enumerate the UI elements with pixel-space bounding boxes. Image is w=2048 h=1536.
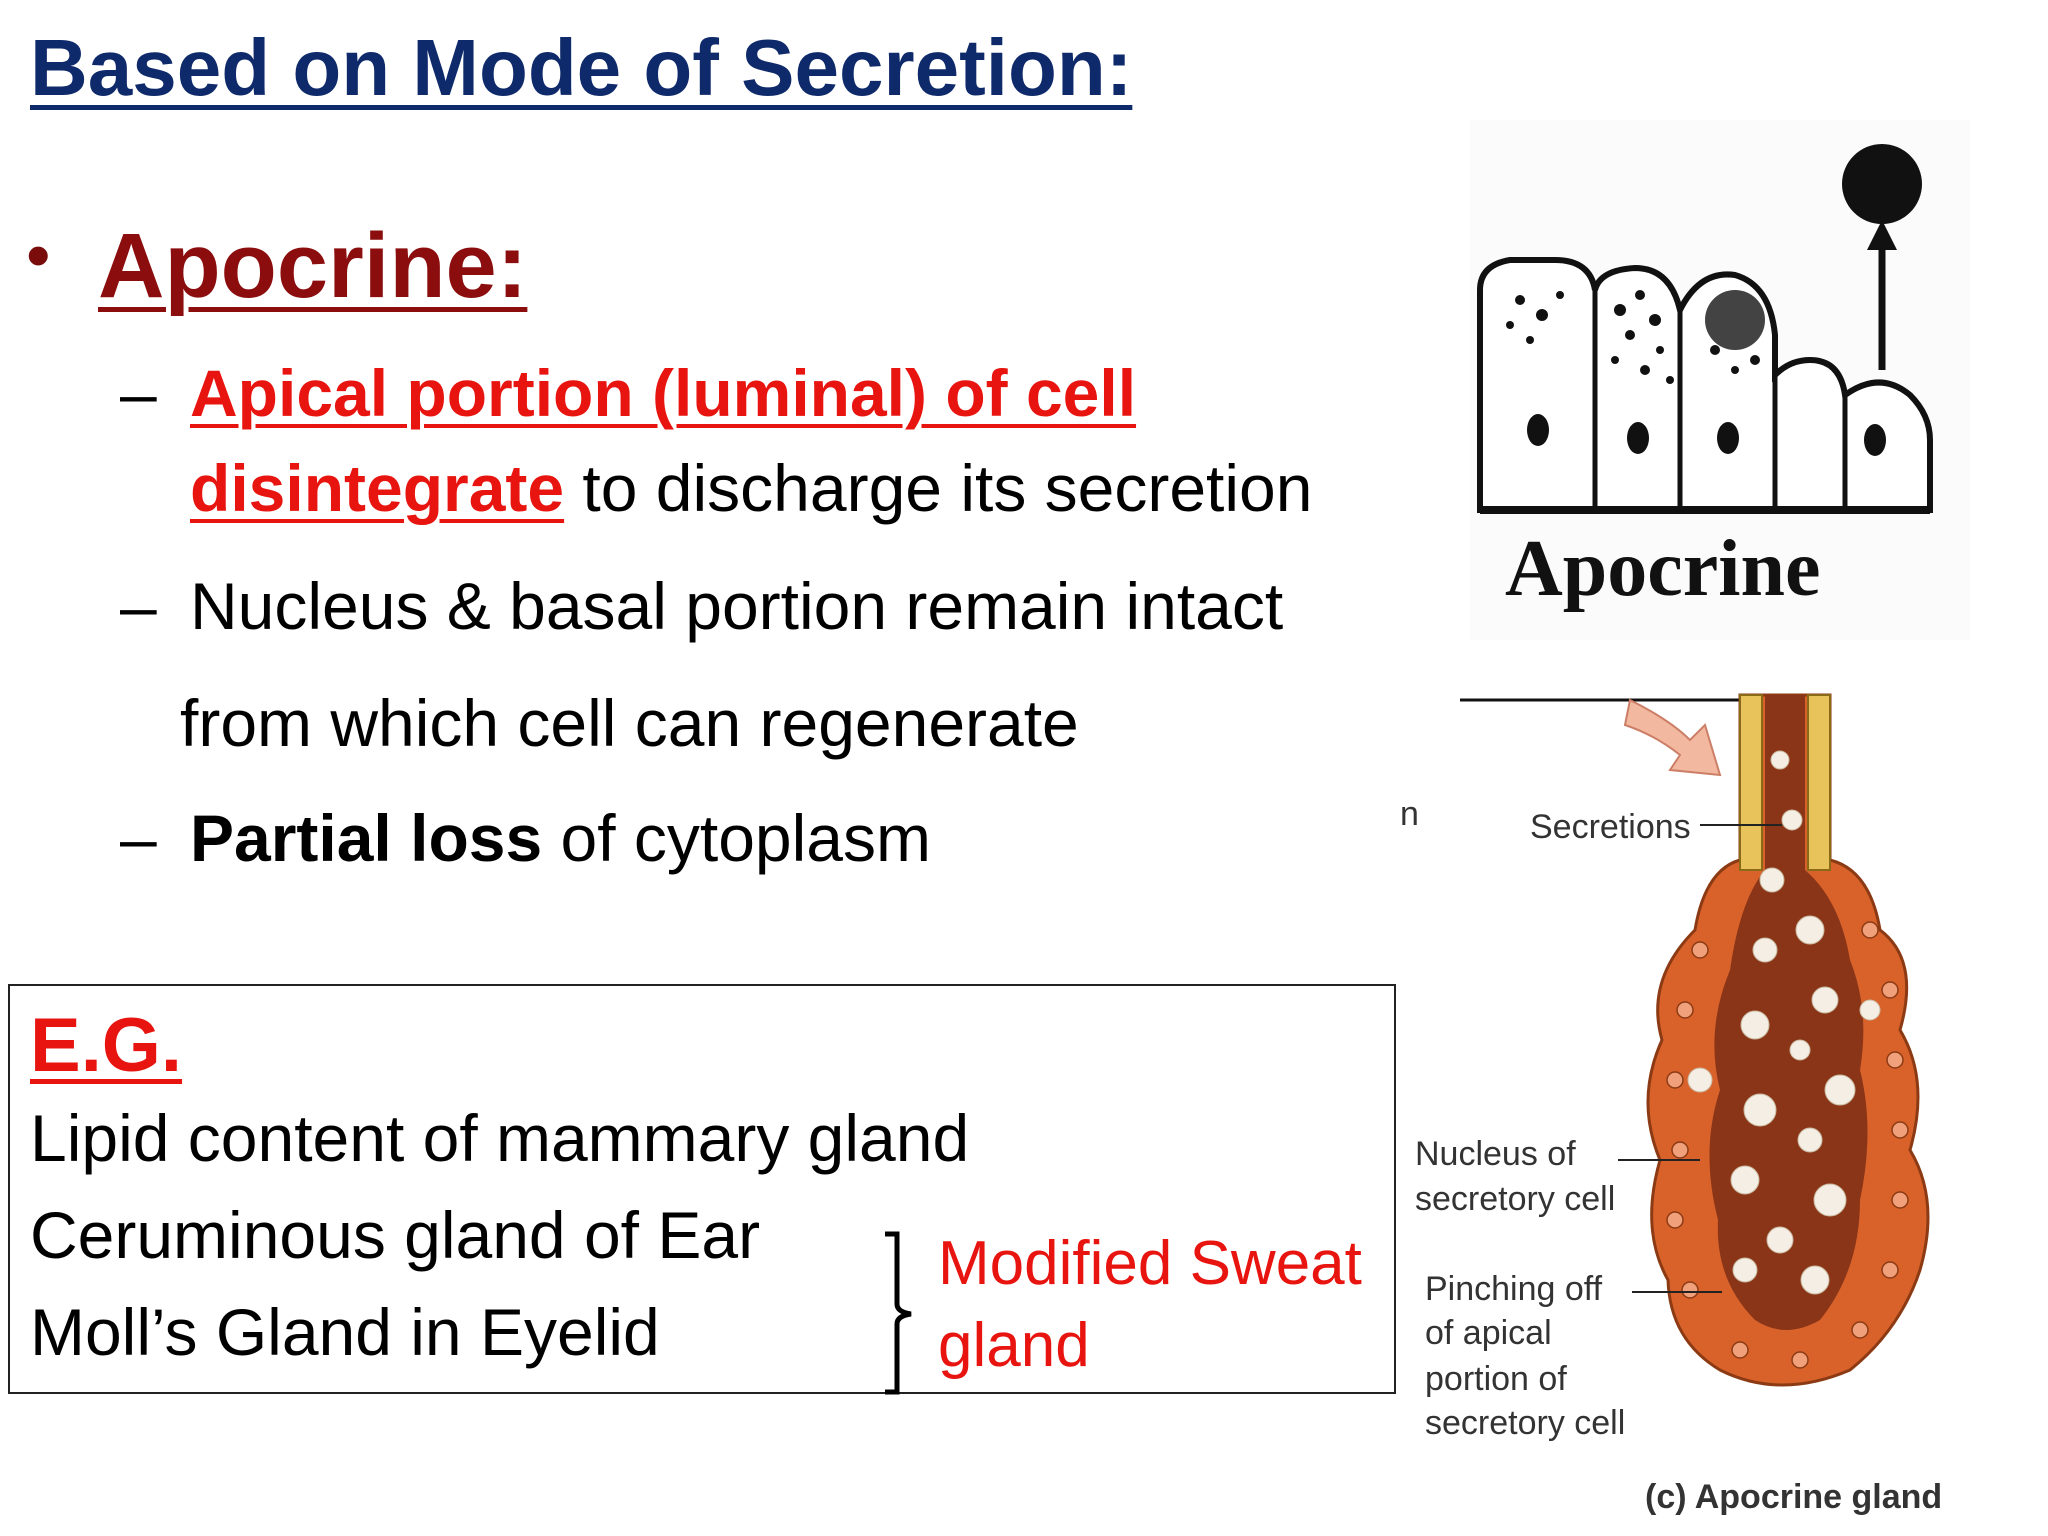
pinching-label-line-4: secretory cell [1425,1404,1626,1442]
pinching-label-line-1: Pinching off [1425,1270,1603,1308]
point-3: Partial loss of cytoplasm [190,800,931,876]
bullet-dot: • [26,216,51,294]
pinching-label-line-2: of apical [1425,1314,1552,1352]
point-2-line-2: from which cell can regenerate [180,686,1079,760]
page-title: Based on Mode of Secretion: [30,23,1133,112]
dash-2: – [120,569,157,643]
pinching-label-line-3: portion of [1425,1360,1567,1398]
example-item-3: Moll’s Gland in Eyelid [30,1295,660,1369]
example-item-1: Lipid content of mammary gland [30,1101,970,1175]
apocrine-diagram-label: Apocrine [1505,525,1821,613]
section-heading: Apocrine: [98,215,528,317]
example-label: E.G. [30,1003,183,1088]
apocrine-gland-diagram [1460,693,1930,1387]
nucleus-label-line-1: Nucleus of [1415,1135,1576,1173]
point-1-rest: to discharge its secretion [564,451,1313,525]
point-1-line-1: Apical portion (luminal) of cell [190,355,1136,431]
dash-3: – [120,801,157,875]
point-3-rest: of cytoplasm [542,801,932,875]
point-1-line-2: disintegrate to discharge its secretion [190,450,1312,526]
example-box [8,984,1396,1394]
apocrine-cell-diagram: Apocrine [1470,120,1970,640]
example-item-2: Ceruminous gland of Ear [30,1198,761,1272]
point-2-line-1: Nucleus & basal portion remain intact [190,569,1284,643]
dash-1: – [120,356,157,430]
point-1-red-word: disintegrate [190,451,565,525]
modified-note-line-2: gland [938,1311,1090,1380]
point-1-red-text: Apical portion (luminal) of cell [190,356,1137,430]
nucleus-label-line-2: secretory cell [1415,1180,1616,1218]
secretions-label: Secretions [1530,808,1691,846]
partial-label: n [1400,795,1419,833]
modified-note-line-1: Modified Sweat [938,1229,1362,1298]
gland-caption: (c) Apocrine gland [1645,1478,1943,1516]
point-3-bold: Partial loss [190,801,543,875]
curly-brace-icon [885,1231,912,1395]
